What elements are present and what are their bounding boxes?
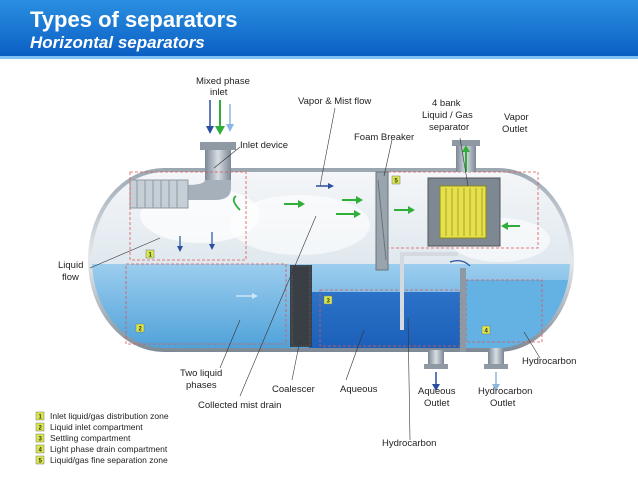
label-vapor-outlet-1: Vapor bbox=[504, 112, 529, 123]
zone-outline-1 bbox=[129, 171, 247, 261]
slide-header bbox=[0, 0, 638, 56]
liquid-flow-arrows bbox=[177, 232, 500, 391]
label-hydrocarbon-bottom: Hydrocarbon bbox=[382, 438, 436, 449]
inlet-elbow bbox=[185, 180, 231, 200]
slide-subtitle: Horizontal separators bbox=[30, 33, 205, 52]
vapor-flow-arrows bbox=[232, 145, 520, 230]
header-divider bbox=[0, 56, 638, 59]
svg-text:4: 4 bbox=[485, 329, 489, 335]
svg-text:Liquid/gas fine separation zon: Liquid/gas fine separation zone bbox=[50, 455, 168, 465]
label-vapor-outlet-2: Outlet bbox=[502, 124, 528, 135]
label-aqueous-outlet-1: Aqueous bbox=[418, 386, 456, 397]
label-mixed-phase-inlet-1: Mixed phase bbox=[196, 76, 250, 87]
label-vapor-mist-flow: Vapor & Mist flow bbox=[298, 96, 371, 107]
svg-text:Inlet liquid/gas distribution: Inlet liquid/gas distribution zone bbox=[50, 411, 169, 421]
label-liquid-flow-1: Liquid bbox=[58, 260, 83, 271]
svg-text:Light phase drain compartment: Light phase drain compartment bbox=[50, 444, 168, 454]
svg-text:Liquid inlet compartment: Liquid inlet compartment bbox=[50, 422, 143, 432]
mist-drain-pipe bbox=[400, 252, 458, 330]
aqueous-outlet-pipe bbox=[428, 350, 444, 368]
label-collected-mist-drain: Collected mist drain bbox=[198, 400, 281, 411]
inlet-flow-arrows bbox=[206, 100, 234, 135]
label-mixed-phase-inlet-2: inlet bbox=[210, 87, 228, 98]
legend-item: 1 Inlet liquid/gas distribution zone bbox=[35, 411, 169, 421]
label-coalescer: Coalescer bbox=[272, 384, 315, 395]
label-two-liquid-phases-2: phases bbox=[186, 380, 217, 391]
hydrocarbon-layer bbox=[305, 292, 462, 348]
inlet-device bbox=[129, 179, 189, 209]
svg-text:2: 2 bbox=[39, 426, 43, 432]
legend-item: 3 Settling compartment bbox=[35, 433, 131, 443]
svg-text:2: 2 bbox=[139, 327, 143, 333]
svg-text:4: 4 bbox=[39, 448, 43, 454]
zone-badge-1: 1 bbox=[145, 249, 155, 259]
label-aqueous-outlet-2: Outlet bbox=[424, 398, 450, 409]
weir bbox=[460, 268, 466, 352]
zone-badge-4: 4 bbox=[481, 325, 491, 335]
hydrocarbon-outlet-pipe bbox=[488, 348, 504, 368]
coalescer-pack bbox=[290, 265, 312, 347]
label-lg-separator-3: separator bbox=[429, 122, 469, 133]
legend-item: 5 Liquid/gas fine separation zone bbox=[35, 455, 168, 465]
label-lg-separator-2: Liquid / Gas bbox=[422, 110, 473, 121]
svg-text:3: 3 bbox=[327, 299, 331, 305]
svg-text:5: 5 bbox=[395, 179, 399, 185]
label-lg-separator-1: 4 bank bbox=[432, 98, 461, 109]
label-liquid-flow-2: flow bbox=[62, 272, 79, 283]
leader-lines bbox=[89, 107, 541, 441]
zone-outline-2 bbox=[125, 263, 287, 345]
svg-text:5: 5 bbox=[39, 459, 43, 465]
legend-item: 2 Liquid inlet compartment bbox=[35, 422, 143, 432]
zone-badge-3: 3 bbox=[323, 295, 333, 305]
svg-text:3: 3 bbox=[39, 437, 43, 443]
zone-legend: 1 Inlet liquid/gas distribution zone 2 L… bbox=[35, 411, 169, 465]
label-hydrocarbon-outlet-1: Hydrocarbon bbox=[478, 386, 532, 397]
label-aqueous: Aqueous bbox=[340, 384, 378, 395]
label-foam-breaker: Foam Breaker bbox=[354, 132, 414, 143]
label-hydrocarbon-right: Hydrocarbon bbox=[522, 356, 576, 367]
svg-text:1: 1 bbox=[39, 415, 43, 421]
label-inlet-device: Inlet device bbox=[240, 140, 288, 151]
zone-badge-2: 2 bbox=[135, 323, 145, 333]
zone-badge-5: 5 bbox=[391, 175, 401, 185]
svg-text:Settling compartment: Settling compartment bbox=[50, 433, 131, 443]
label-hydrocarbon-outlet-2: Outlet bbox=[490, 398, 516, 409]
lg-separator-box bbox=[427, 177, 501, 247]
legend-item: 4 Light phase drain compartment bbox=[35, 444, 168, 454]
slide-title: Types of separators bbox=[30, 7, 238, 32]
label-two-liquid-phases-1: Two liquid bbox=[180, 368, 222, 379]
inlet-flange bbox=[200, 142, 236, 150]
svg-text:1: 1 bbox=[149, 253, 153, 259]
